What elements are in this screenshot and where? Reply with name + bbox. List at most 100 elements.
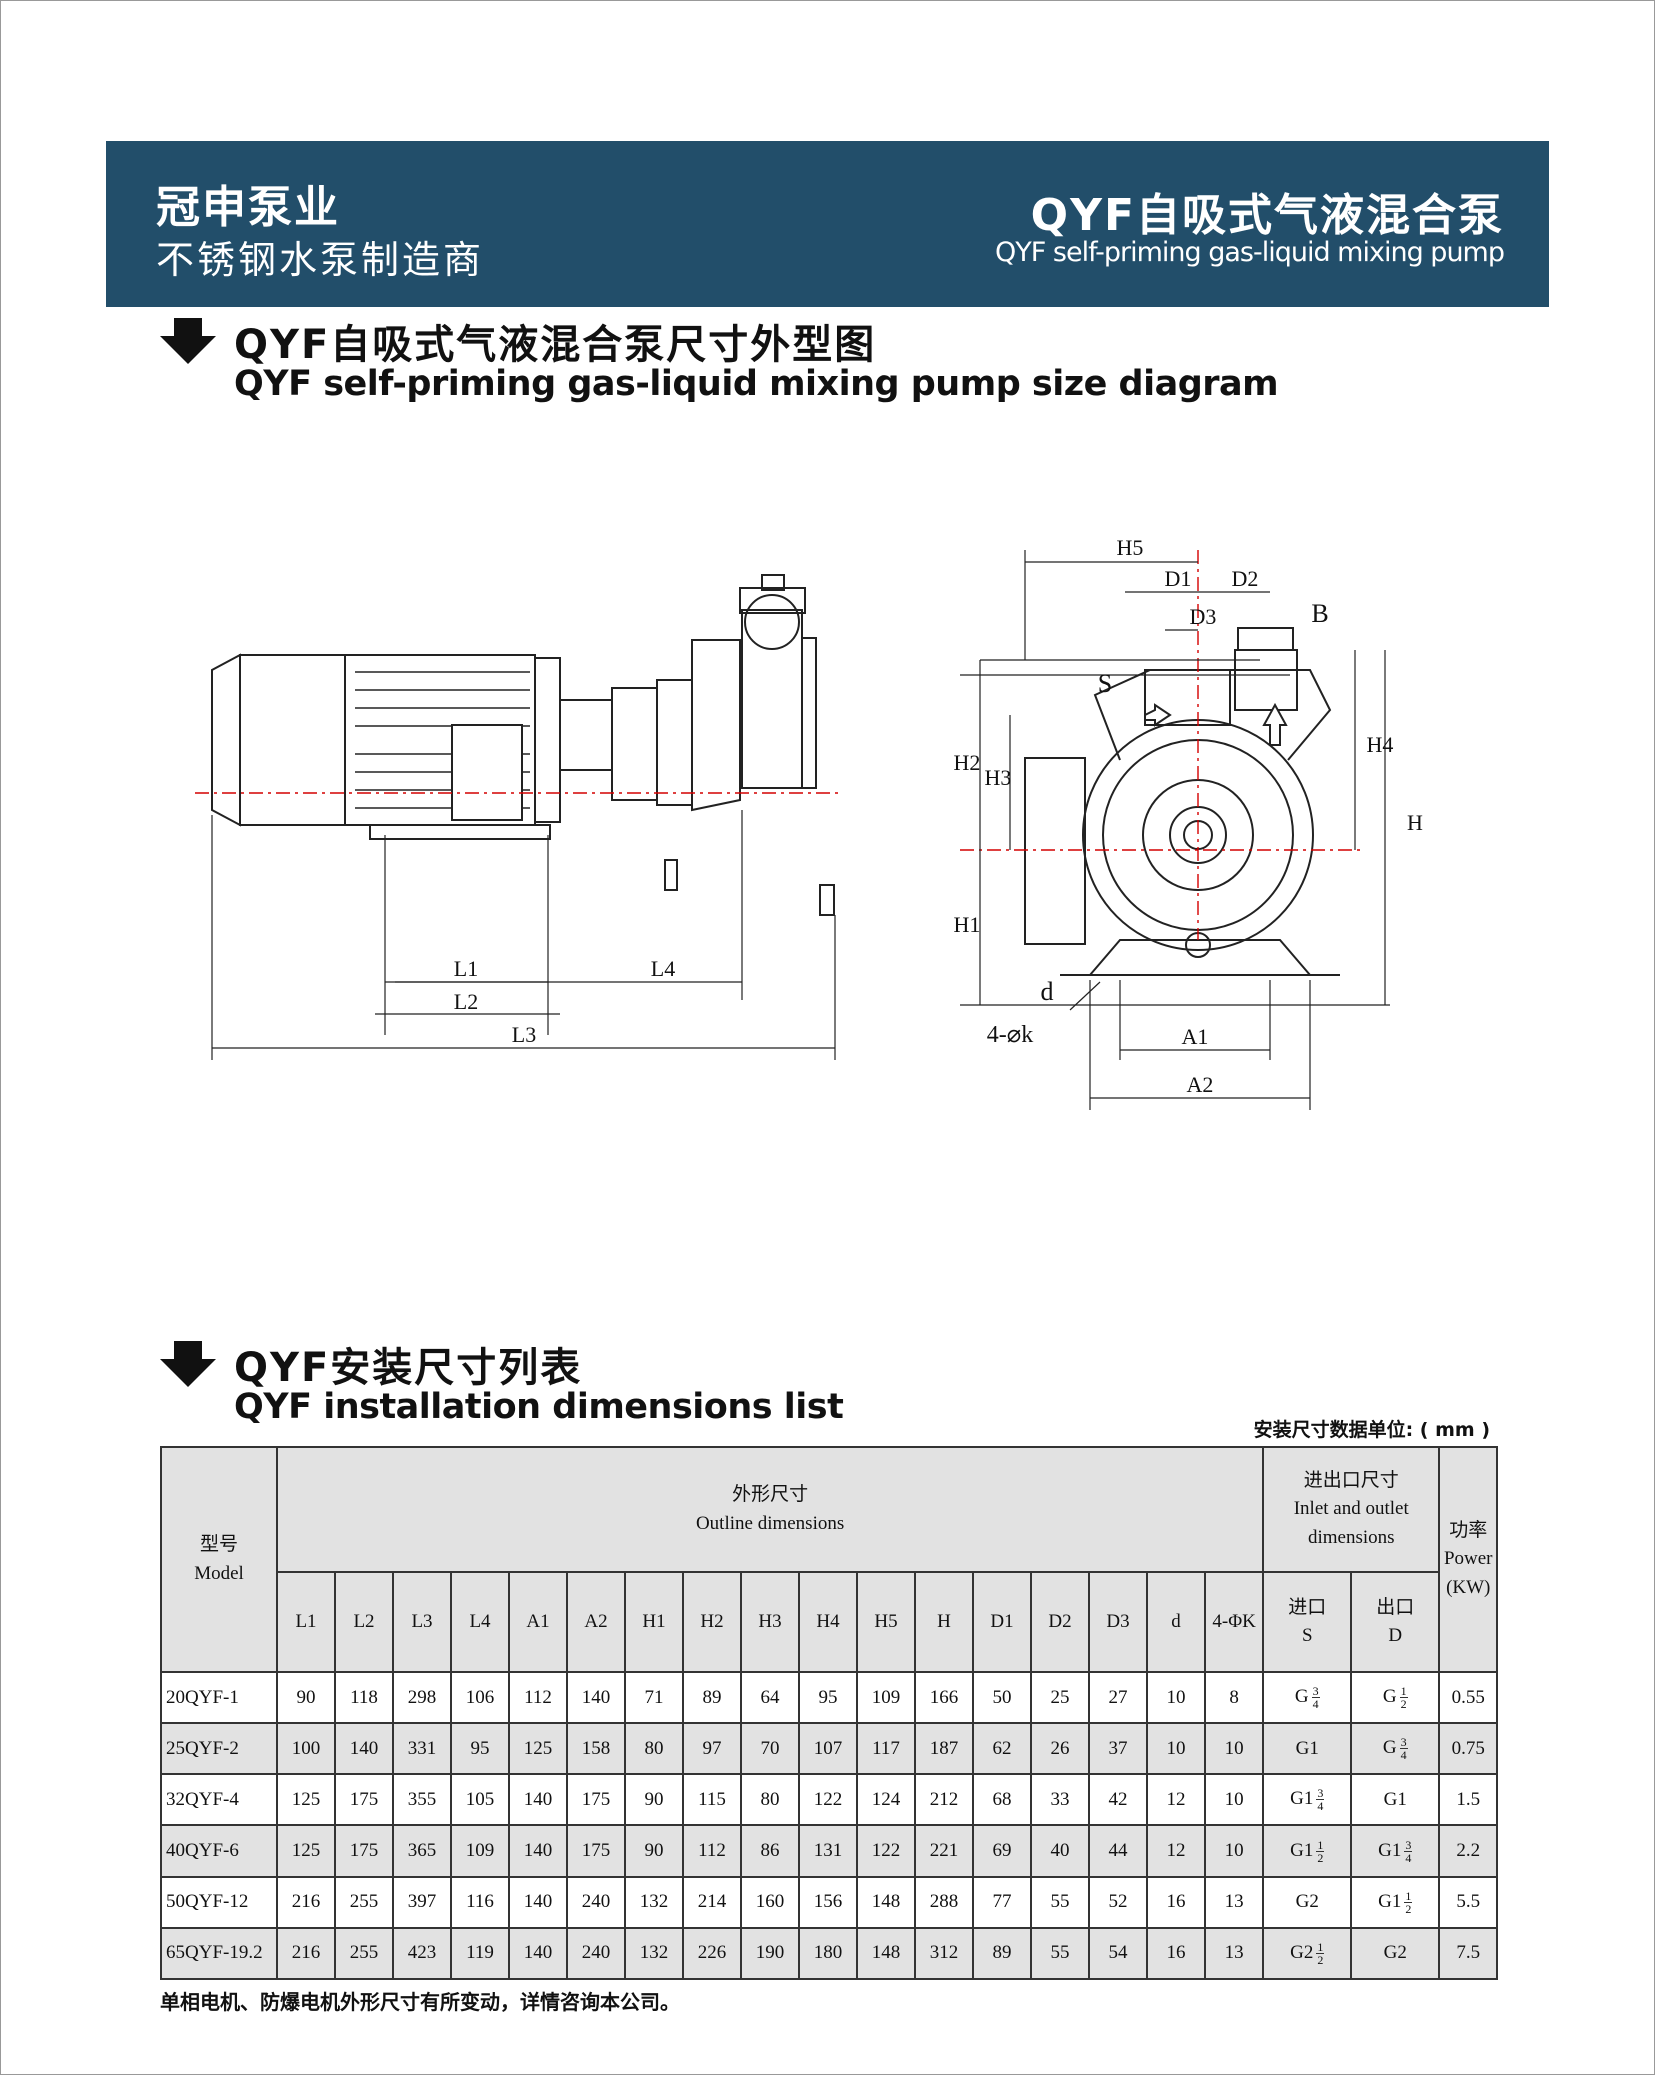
arrow-down-icon [160, 1341, 216, 1387]
value-cell: 80 [624, 1722, 684, 1776]
value-cell: 148 [856, 1875, 916, 1929]
value-cell: 33 [1030, 1773, 1090, 1827]
value-cell: 10 [1146, 1670, 1206, 1725]
label-b: B [1311, 599, 1328, 628]
value-cell: 44 [1088, 1824, 1148, 1878]
column-header: H2 [682, 1571, 742, 1673]
dimension-labels: L1 L2 L3 L4 H5 D1 D2 D3 B S H H4 H2 H3 H… [454, 535, 1423, 1097]
value-cell: 312 [914, 1926, 974, 1981]
column-header: L2 [334, 1571, 394, 1673]
value-cell: 118 [334, 1670, 394, 1725]
power-cell: 0.75 [1438, 1722, 1499, 1776]
value-cell: 125 [276, 1773, 336, 1827]
value-cell: 122 [856, 1824, 916, 1878]
column-header: 4-ΦK [1203, 1571, 1265, 1673]
model-cell: 40QYF-6 [160, 1824, 278, 1878]
label-h4: H4 [1367, 732, 1394, 757]
table-title-en: QYF installation dimensions list [234, 1387, 844, 1427]
label-h5: H5 [1117, 535, 1144, 560]
arrow-down-icon [160, 318, 216, 364]
unit-note: 安装尺寸数据单位: ( mm ) [1253, 1419, 1490, 1441]
value-cell: 95 [798, 1670, 858, 1725]
side-view-dimensions [211, 810, 836, 1060]
label-4-k: 4-⌀k [987, 1022, 1033, 1048]
value-cell: 12 [1146, 1773, 1206, 1827]
model-header: 型号 Model [160, 1446, 278, 1673]
value-cell: 140 [508, 1926, 568, 1981]
value-cell: 97 [682, 1722, 742, 1776]
value-cell: 10 [1203, 1722, 1265, 1776]
value-cell: 355 [392, 1773, 452, 1827]
inlet-outlet-header: 进出口尺寸 Inlet and outlet dimensions [1262, 1446, 1441, 1573]
inlet-cell: G1 [1262, 1722, 1353, 1776]
value-cell: 95 [450, 1722, 510, 1776]
value-cell: 166 [914, 1670, 974, 1725]
value-cell: 216 [276, 1926, 336, 1981]
model-cell: 65QYF-19.2 [160, 1926, 278, 1981]
value-cell: 105 [450, 1773, 510, 1827]
value-cell: 117 [856, 1722, 916, 1776]
label-h3: H3 [985, 765, 1012, 790]
value-cell: 240 [566, 1875, 626, 1929]
value-cell: 10 [1146, 1722, 1206, 1776]
value-cell: 160 [740, 1875, 800, 1929]
outlet-cell: G1 [1350, 1773, 1441, 1827]
column-header: H3 [740, 1571, 800, 1673]
value-cell: 119 [450, 1926, 510, 1981]
value-cell: 298 [392, 1670, 452, 1725]
table-title-cn: QYF安装尺寸列表 [234, 1345, 583, 1391]
value-cell: 397 [392, 1875, 452, 1929]
value-cell: 55 [1030, 1926, 1090, 1981]
value-cell: 70 [740, 1722, 800, 1776]
value-cell: 255 [334, 1875, 394, 1929]
value-cell: 25 [1030, 1670, 1090, 1725]
label-a1: A1 [1182, 1024, 1209, 1049]
value-cell: 52 [1088, 1875, 1148, 1929]
installation-dimensions-table: 型号 Model 外形尺寸 Outline dimensions 进出口尺寸 I… [160, 1446, 1499, 1981]
label-d1: D1 [1165, 566, 1192, 591]
inlet-header: 进口 S [1262, 1571, 1353, 1673]
value-cell: 8 [1203, 1670, 1265, 1725]
value-cell: 16 [1146, 1875, 1206, 1929]
model-cell: 50QYF-12 [160, 1875, 278, 1929]
value-cell: 89 [682, 1670, 742, 1725]
value-cell: 77 [972, 1875, 1032, 1929]
power-cell: 0.55 [1438, 1670, 1499, 1725]
power-cell: 1.5 [1438, 1773, 1499, 1827]
value-cell: 288 [914, 1875, 974, 1929]
value-cell: 132 [624, 1926, 684, 1981]
value-cell: 89 [972, 1926, 1032, 1981]
value-cell: 10 [1203, 1773, 1265, 1827]
column-header: D2 [1030, 1571, 1090, 1673]
column-header: H [914, 1571, 974, 1673]
value-cell: 54 [1088, 1926, 1148, 1981]
value-cell: 221 [914, 1824, 974, 1878]
column-header: L3 [392, 1571, 452, 1673]
value-cell: 50 [972, 1670, 1032, 1725]
value-cell: 148 [856, 1926, 916, 1981]
value-cell: 62 [972, 1722, 1032, 1776]
value-cell: 71 [624, 1670, 684, 1725]
value-cell: 16 [1146, 1926, 1206, 1981]
column-header: H1 [624, 1571, 684, 1673]
power-cell: 7.5 [1438, 1926, 1499, 1981]
value-cell: 27 [1088, 1670, 1148, 1725]
brand-name: 冠申泵业 [156, 182, 340, 233]
column-header: H5 [856, 1571, 916, 1673]
value-cell: 187 [914, 1722, 974, 1776]
value-cell: 42 [1088, 1773, 1148, 1827]
